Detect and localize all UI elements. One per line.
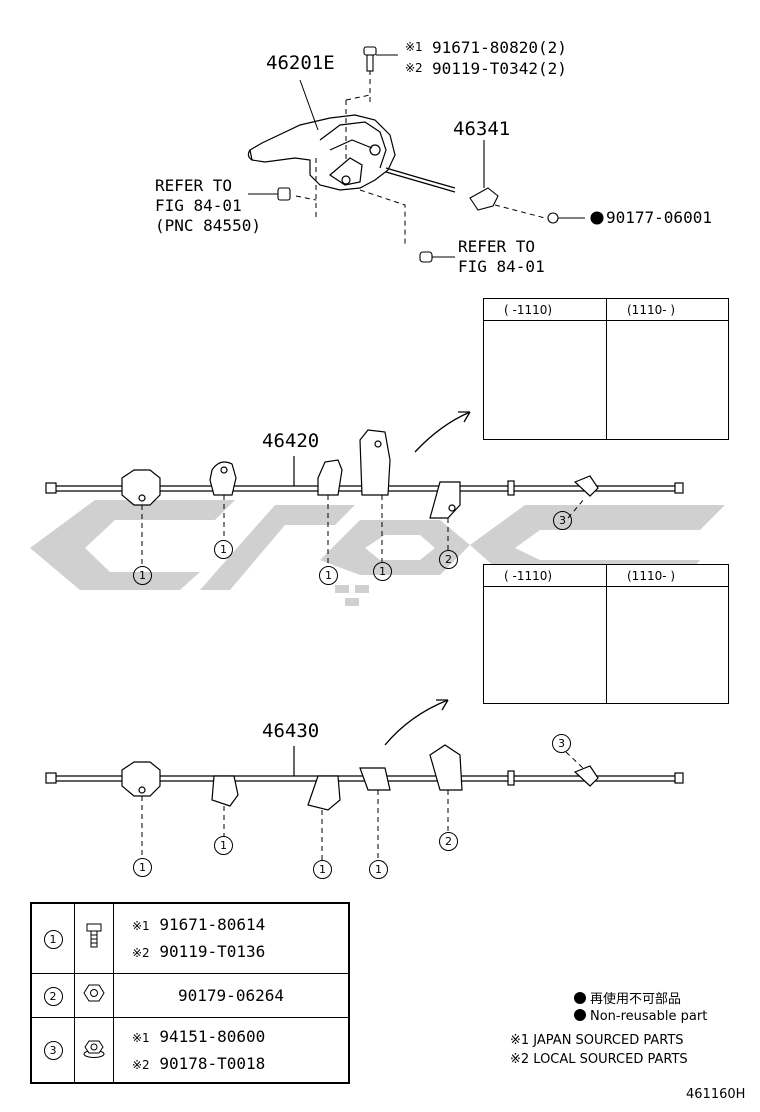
inset-header-left: ( -1110) — [484, 565, 606, 587]
part-number[interactable]: 91671-80614 — [159, 915, 266, 935]
arrow-head — [458, 411, 471, 423]
callout-2[interactable]: 2 — [439, 832, 458, 851]
arrow-head — [436, 699, 449, 711]
mark-2: ※2 — [132, 1057, 150, 1072]
part-number[interactable]: 94151-80600 — [159, 1026, 266, 1046]
mark-1: ※1 — [132, 919, 150, 934]
callout-1[interactable]: 1 — [214, 836, 233, 855]
inset-header-right: (1110- ) — [606, 565, 728, 587]
callout-1[interactable]: 1 — [369, 860, 388, 879]
inset-box-2: ( -1110) (1110- ) — [483, 564, 729, 704]
part-number-bracket[interactable]: 46341 — [453, 118, 511, 140]
bolt-icon — [419, 251, 455, 263]
parking-brake-lever — [247, 114, 456, 193]
legend-jp: 再使用不可部品 — [574, 988, 681, 1007]
bolt-icon — [363, 46, 398, 72]
bullet-icon — [574, 992, 586, 1004]
mark-1: ※1 — [405, 40, 423, 54]
part-number[interactable]: 90178-T0018 — [159, 1053, 266, 1073]
bullet-icon — [574, 1009, 586, 1021]
legend-source-1: ※1 JAPAN SOURCED PARTS — [510, 1033, 684, 1048]
dashed-leaders-top — [295, 70, 546, 245]
refer-left-line1: REFER TO — [155, 176, 233, 195]
row-number: 2 — [43, 986, 63, 1006]
callout-1[interactable]: 1 — [133, 566, 152, 585]
table-row: 2 90179-06264 — [30, 972, 350, 1018]
callout-1[interactable]: 1 — [319, 566, 338, 585]
bolt-icon — [86, 923, 102, 948]
flange-nut-icon — [83, 1040, 105, 1058]
part-number[interactable]: 90179-06264 — [178, 985, 284, 1005]
parts-table: 1 ※1 91671-80614 ※2 90119-T0136 2 90179-… — [30, 902, 350, 1084]
dashed-leaders-cable2 — [141, 751, 586, 860]
dashed-leaders-cable1 — [141, 495, 586, 566]
part-number[interactable]: 90119-T0136 — [159, 942, 266, 962]
bracket-46341 — [469, 140, 499, 211]
row-number: 1 — [43, 929, 63, 949]
nut-icon — [83, 984, 105, 1002]
refer-left-line3: (PNC 84550) — [155, 216, 261, 235]
inset-box-1: ( -1110) (1110- ) — [483, 298, 729, 440]
clip-icon — [248, 187, 291, 201]
legend-en: Non-reusable part — [574, 1009, 707, 1024]
part-number-bolt-1[interactable]: 91671-80820(2) — [432, 38, 567, 57]
nut-icon — [547, 211, 604, 225]
inset-header-right: (1110- ) — [606, 299, 728, 321]
mark-1: ※1 — [132, 1030, 150, 1045]
callout-1[interactable]: 1 — [313, 860, 332, 879]
part-number-nut[interactable]: 90177-06001 — [606, 208, 712, 227]
part-number-cable-46420[interactable]: 46420 — [262, 430, 320, 452]
refer-left-line2[interactable]: FIG 84-01 — [155, 196, 242, 215]
cable-46420 — [45, 429, 684, 519]
part-number-bolt-2[interactable]: 90119-T0342(2) — [432, 59, 567, 78]
cable-46430 — [45, 744, 684, 811]
arrow-icon — [414, 411, 471, 453]
callout-2[interactable]: 2 — [439, 550, 458, 569]
mark-2: ※2 — [405, 61, 423, 75]
refer-right-line1: REFER TO — [458, 237, 536, 256]
part-number-lever[interactable]: 46201E — [266, 52, 335, 74]
legend-source-2: ※2 LOCAL SOURCED PARTS — [510, 1052, 688, 1067]
arrow-icon — [384, 699, 449, 746]
figure-id: 461160H — [686, 1087, 746, 1102]
inset-header-left: ( -1110) — [484, 299, 606, 321]
callout-3[interactable]: 3 — [553, 511, 572, 530]
table-row: 1 ※1 91671-80614 ※2 90119-T0136 — [30, 902, 350, 974]
row-number: 3 — [43, 1041, 63, 1061]
callout-3[interactable]: 3 — [552, 734, 571, 753]
callout-1[interactable]: 1 — [133, 858, 152, 877]
mark-2: ※2 — [132, 946, 150, 961]
callout-1[interactable]: 1 — [214, 540, 233, 559]
table-row: 3 ※1 94151-80600 ※2 90178-T0018 — [30, 1016, 350, 1084]
refer-right-line2[interactable]: FIG 84-01 — [458, 257, 545, 276]
part-number-cable-46430[interactable]: 46430 — [262, 720, 320, 742]
callout-1[interactable]: 1 — [373, 562, 392, 581]
